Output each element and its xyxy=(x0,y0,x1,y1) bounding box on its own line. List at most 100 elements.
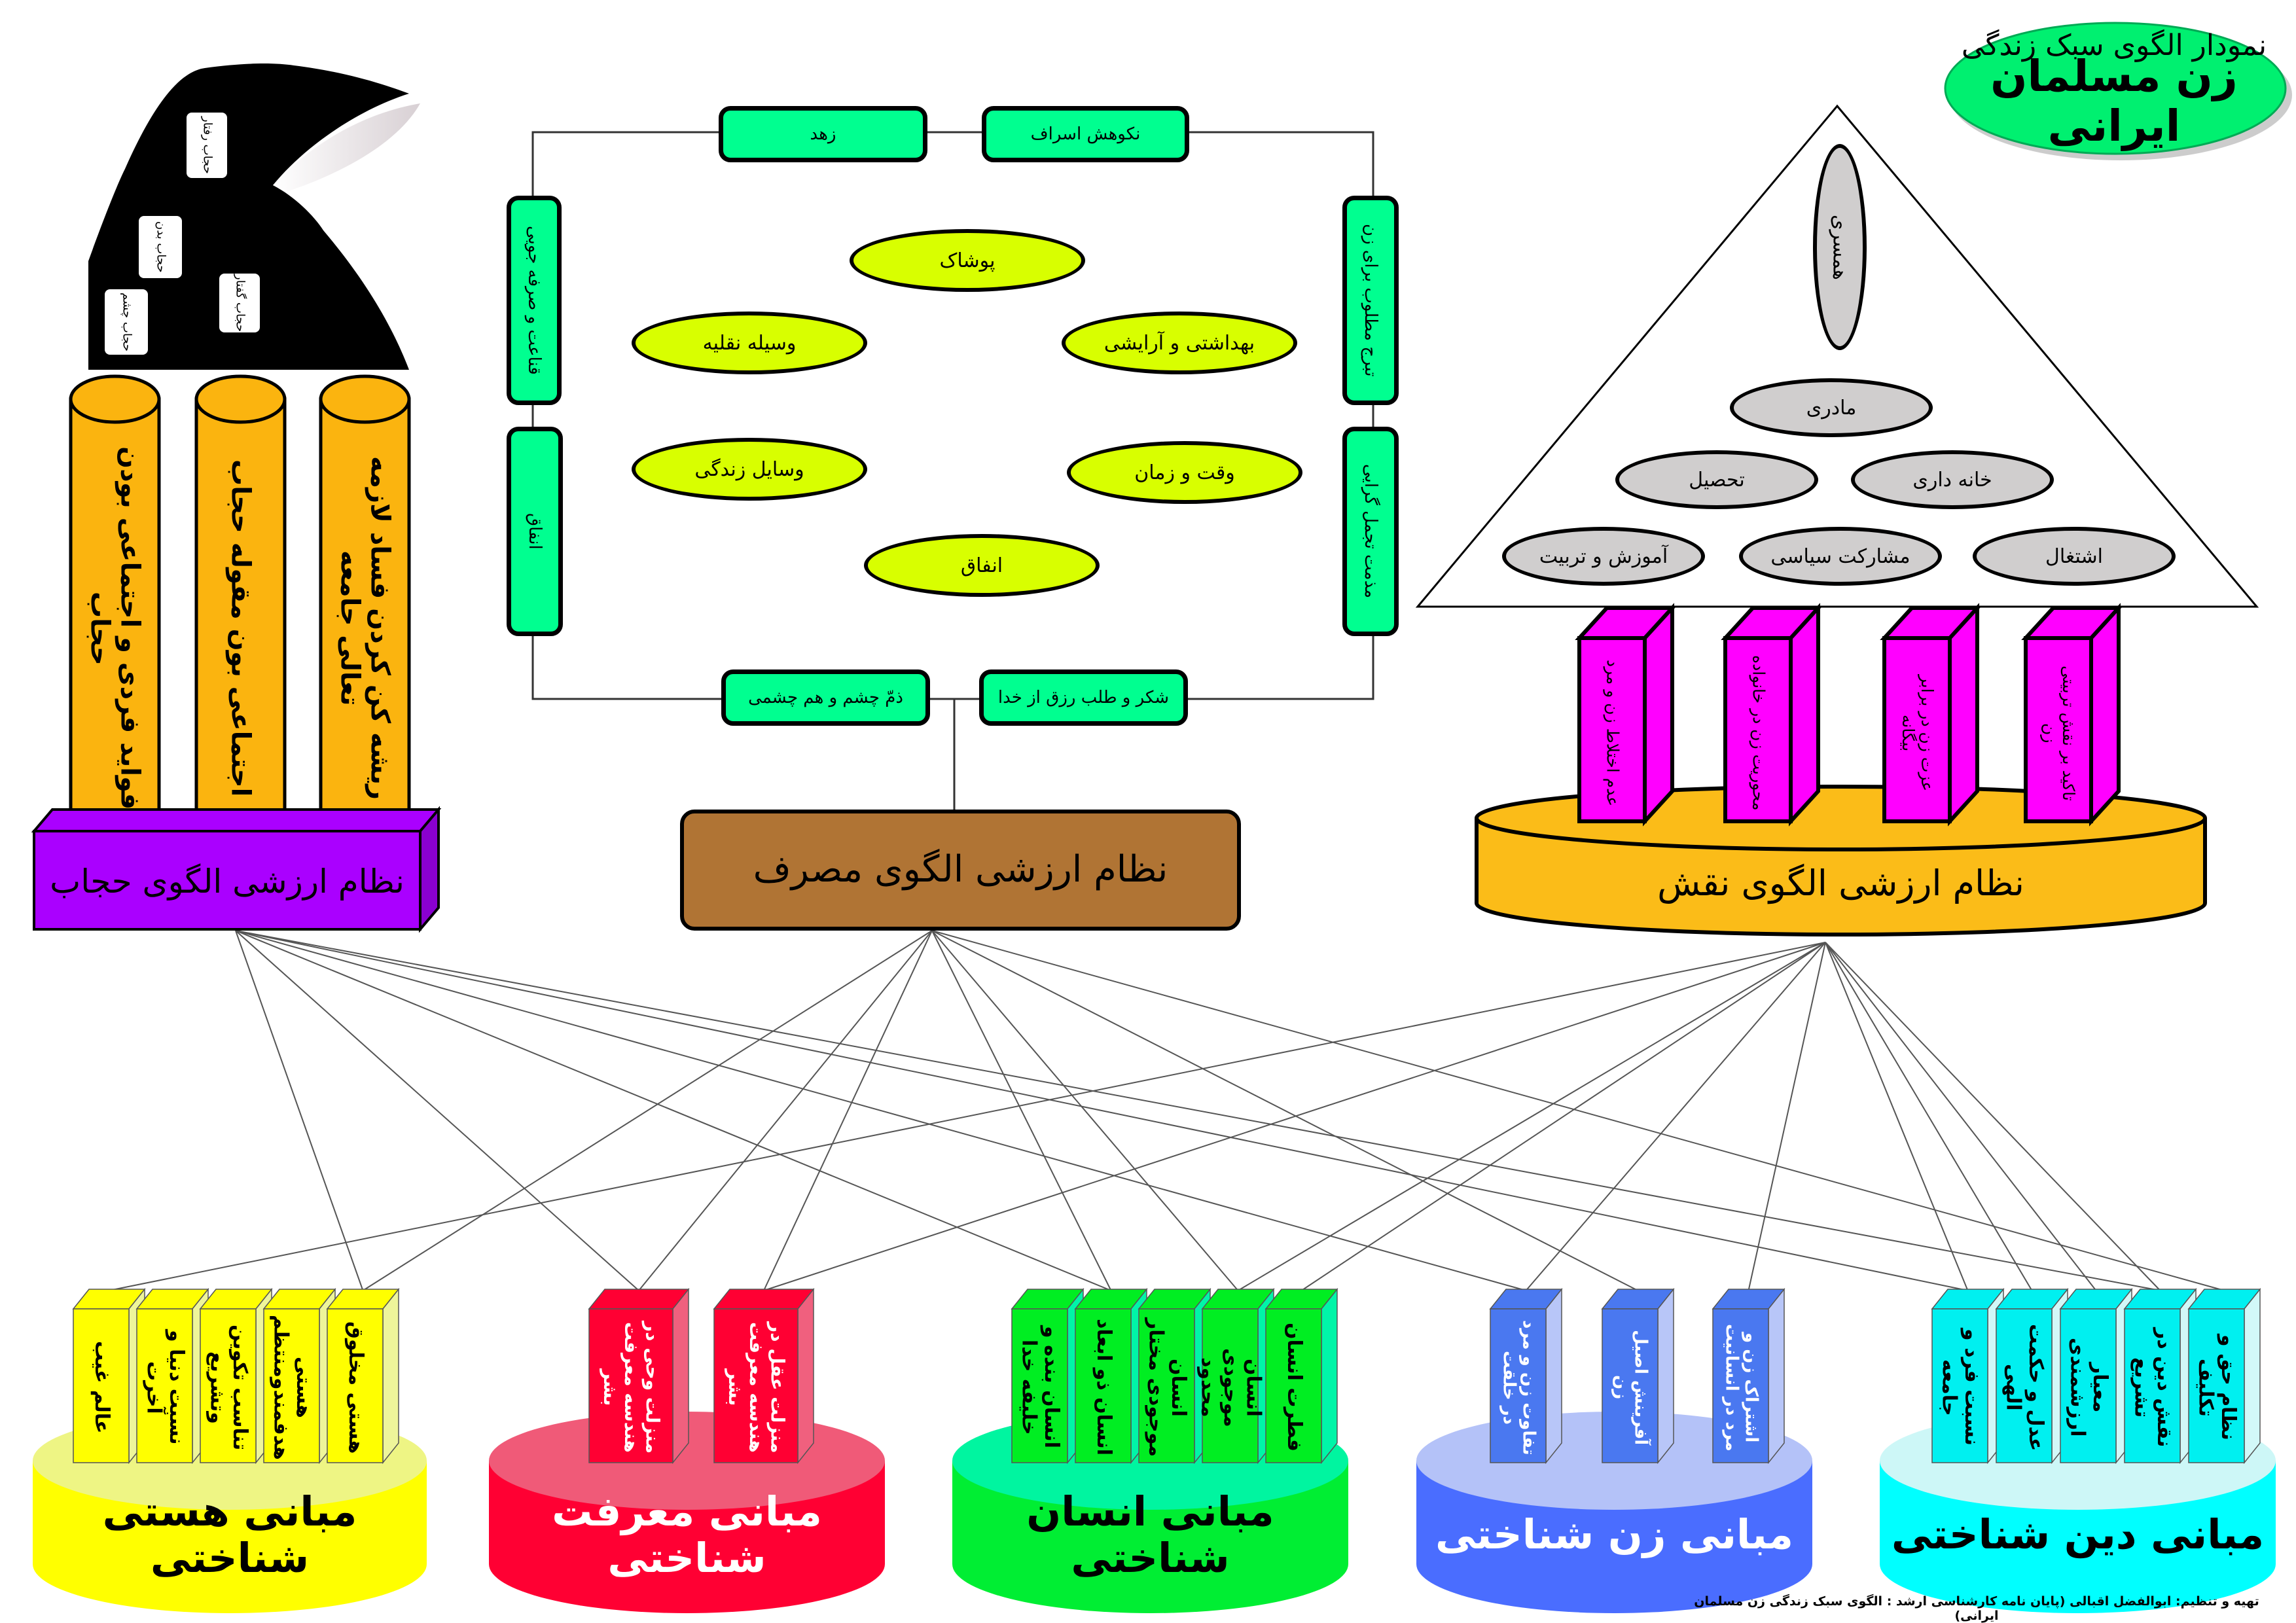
connection-lines xyxy=(109,930,2225,1291)
hijab-pillar-top xyxy=(194,374,287,424)
foundation-pillar-label: نظام حق و تکلیف xyxy=(2194,1334,2240,1440)
frame-item-rivalry: ذمّ چشم و هم چشمی xyxy=(721,669,930,726)
consumption-system-title: نظام ارزشی الگوی مصرف xyxy=(753,848,1168,891)
role-pillar-label: عدم اختلاط زن و مرد xyxy=(1603,659,1623,807)
puzzle-piece-eye: حجاب چشم xyxy=(105,289,148,355)
role-pillar-side xyxy=(1643,603,1674,827)
connection-line xyxy=(235,930,639,1291)
puzzle-piece-speech: حجاب گفتار xyxy=(219,274,260,332)
foundation-pillar-label: انسان موجودی مختار xyxy=(1144,1317,1191,1457)
role-pillar-side xyxy=(1948,603,1979,827)
frame-item-luxury-condemnation: مذمت تجمل گرایی xyxy=(1342,427,1399,636)
foundation-pillar-side xyxy=(2244,1287,2261,1465)
consumption-item-vehicle: وسیله نقلیه xyxy=(632,312,867,374)
hijab-system-box-side xyxy=(419,806,440,933)
foundation-pillar-side xyxy=(1321,1287,1338,1465)
connection-line xyxy=(235,930,2161,1291)
foundation-pillar-front xyxy=(327,1308,384,1463)
frame-item-waste-condemnation: نکوهش اسراف xyxy=(982,106,1189,162)
foundation-title: مبانی معرفت شناختی xyxy=(552,1487,822,1582)
connection-line xyxy=(1237,942,1826,1291)
hijab-system-box-front xyxy=(33,830,422,931)
foundation-pillar-label: اشتراک زن و مرد در انسانیت xyxy=(1721,1323,1761,1452)
foundation-pillar-front xyxy=(1138,1308,1195,1463)
consumption-system-box: نظام ارزشی الگوی مصرف xyxy=(680,810,1241,931)
connection-line xyxy=(1825,942,1969,1291)
hijab-pillar-label: ریشه کن کردن فساد لازمه تعالی جامعه xyxy=(334,456,395,800)
foundation-pillar-label: نقش دین در تشریع xyxy=(2130,1327,2176,1448)
connection-line xyxy=(1300,942,1826,1291)
foundation-pillar-label: انسان موجودی محدود xyxy=(1196,1347,1265,1427)
foundation-pillar-front xyxy=(136,1308,193,1463)
frame-item-charity: انفاق xyxy=(507,427,563,636)
foundation-pillar-label: معیار ارزشمندی xyxy=(2066,1338,2112,1437)
connection-line xyxy=(931,930,2225,1291)
foundation-pillar-front xyxy=(1011,1308,1068,1463)
foundation-pillar-label: نسبت دنیا و آخرت xyxy=(142,1330,188,1445)
role-pillar-front xyxy=(2024,636,2093,823)
foundation-pillar-front xyxy=(1712,1308,1769,1463)
foundation-pillar-front xyxy=(263,1308,320,1463)
role-pillar-side xyxy=(1789,603,1820,827)
foundation-pillar-side xyxy=(1768,1287,1785,1465)
connection-line xyxy=(235,930,364,1291)
role-item-upbringing: آموزش و تربیت xyxy=(1502,527,1705,586)
hijab-pillar-top xyxy=(319,374,411,424)
foundation-title: مبانی انسان شناختی xyxy=(1026,1487,1274,1582)
hijab-pillar-body xyxy=(69,397,161,827)
connection-line xyxy=(1748,942,1826,1291)
foundation-pillar-top xyxy=(588,1289,690,1310)
hijab-veil-icon xyxy=(88,63,409,370)
connection-line xyxy=(235,930,1968,1291)
consumption-item-hygiene: بهداشتی و آرایشی xyxy=(1062,312,1297,374)
foundation-pillar-front xyxy=(2060,1308,2117,1463)
foundation-pillar-front xyxy=(1202,1308,1259,1463)
puzzle-piece-body: حجاب بدن xyxy=(139,216,182,278)
foundation-pillar-front xyxy=(1931,1308,1988,1463)
puzzle-piece-behavior: حجاب رفتار xyxy=(187,113,227,178)
hijab-pillar-top xyxy=(69,374,161,424)
connection-line xyxy=(235,930,1111,1291)
connection-line xyxy=(638,930,933,1291)
connection-line xyxy=(931,930,1638,1291)
foundation-pillar-label: آفرینش اصیل زن xyxy=(1611,1329,1651,1446)
foundation-title: مبانی زن شناختی xyxy=(1435,1510,1794,1559)
title-line-1: نمودار الگوی سبک زندگی xyxy=(1961,29,2267,63)
connection-line xyxy=(931,930,1112,1291)
foundation-pillar-label: تناسب تکوین وتشریع xyxy=(206,1324,252,1451)
foundation-pillar-side xyxy=(797,1287,814,1465)
foundation-pillar-side xyxy=(382,1287,399,1465)
connection-line xyxy=(1525,942,1826,1291)
foundation-pillar-front xyxy=(1075,1308,1132,1463)
foundation-pillar-label: انسان بنده و خلیفه خدا xyxy=(1017,1326,1064,1449)
role-pillar-side xyxy=(2089,603,2121,827)
foundation-pillar-front xyxy=(1265,1308,1322,1463)
role-item-education: تحصیل xyxy=(1615,450,1818,509)
connection-line xyxy=(931,930,1239,1291)
frame-item-contentment: قناعت و صرفه جویی xyxy=(507,196,562,405)
foundation-pillar-front xyxy=(2124,1308,2181,1463)
consumption-item-household: وسایل زندگی xyxy=(632,438,867,501)
role-pillar-label: تاکید بر نقش تربیتی زن xyxy=(2040,665,2078,801)
foundation-pillar-label: نسبت فرد و جامعه xyxy=(1937,1329,1984,1446)
role-item-motherhood: مادری xyxy=(1730,378,1933,437)
frame-item-adornment: تبرج مطلوب برای زن xyxy=(1342,196,1399,405)
role-system-title: نظام ارزشی الگوی نقش xyxy=(1657,862,2024,904)
consumption-item-charity: انفاق xyxy=(864,534,1100,597)
foundation-pillar-label: عدل و حکمت الهی xyxy=(2001,1323,2048,1452)
foundation-pillar-front xyxy=(2188,1308,2245,1463)
title-ellipse xyxy=(1944,22,2287,155)
role-item-spouse: همسری xyxy=(1813,144,1867,350)
veil-highlight xyxy=(273,103,420,191)
hijab-pillar-body xyxy=(319,397,411,827)
role-pillar-label: محوریت زن در خانواده xyxy=(1749,655,1768,811)
footer-credit: تهیه و تنظیم: ابوالفضل اقبالی (پایان نام… xyxy=(1694,1594,2259,1623)
connection-line xyxy=(362,930,933,1291)
foundation-pillar-label: فطرت انسان xyxy=(1282,1323,1306,1452)
foundation-pillar-side xyxy=(1545,1287,1562,1465)
foundation-pillar-front xyxy=(588,1308,673,1463)
role-pillar-front xyxy=(1577,636,1647,823)
foundation-pillar-front xyxy=(713,1308,798,1463)
foundation-pillar-side xyxy=(672,1287,689,1465)
